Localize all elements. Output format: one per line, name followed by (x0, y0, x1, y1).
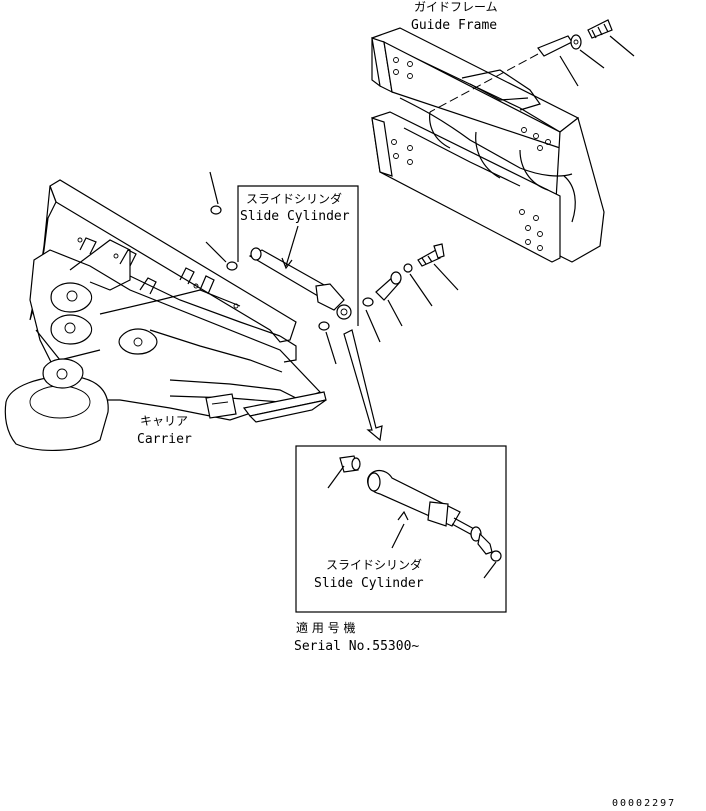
cylinder-label-jp: スライドシリンダ (246, 191, 342, 206)
slide-cylinder-detail (327, 455, 502, 579)
drawing-code: 00002297 (612, 798, 676, 809)
carrier-label-jp: キャリア (140, 414, 188, 428)
cylinder-callout-box (237, 185, 359, 326)
detail-box (295, 445, 507, 613)
cylinder-hardware (205, 171, 459, 365)
detail-cylinder-label-en: Slide Cylinder (314, 576, 424, 591)
serial-label-jp: 適 用 号 機 (296, 620, 355, 635)
guide-frame-label-en: Guide Frame (411, 18, 497, 33)
serial-label-en: Serial No.55300~ (294, 639, 419, 654)
guide-frame (371, 27, 605, 263)
carrier (4, 179, 327, 451)
slide-cylinder-installed (248, 225, 352, 320)
detail-cylinder-label-jp: スライドシリンダ (326, 557, 422, 572)
guide-frame-hardware (429, 19, 635, 113)
guide-frame-label-jp: ガイドフレーム (414, 0, 498, 14)
detail-arrow (343, 329, 383, 442)
cylinder-label-en: Slide Cylinder (240, 209, 350, 224)
carrier-label-en: Carrier (137, 432, 192, 447)
